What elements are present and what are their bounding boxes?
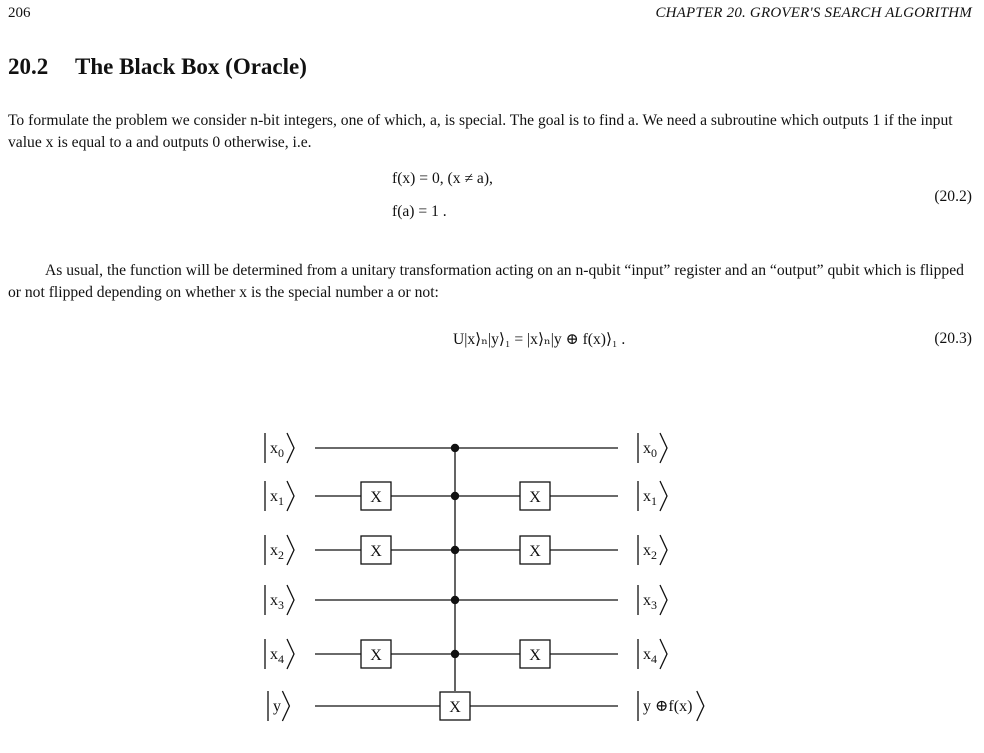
page-number: 206 (8, 5, 31, 21)
output-ket-x4: x4 (637, 638, 668, 670)
control-dot-x0 (450, 443, 460, 453)
x-gate-target-label: X (449, 699, 461, 716)
x-gate-post-x4-label: X (529, 647, 541, 664)
equation-20-2-line2: f(a) = 1 . (392, 203, 447, 220)
x-gate-target-box (439, 691, 471, 721)
x-gate-post-x1-box (519, 481, 551, 511)
input-ket-x0: x0 (264, 432, 295, 464)
svg-text:y: y (273, 698, 281, 715)
input-ket-y: y (267, 690, 291, 722)
paragraph-unitary-transformation: As usual, the function will be determine… (8, 262, 964, 301)
output-ket-x1: x1 (637, 480, 668, 512)
input-ket-x2: x2 (264, 534, 295, 566)
x-gate-post-x2-label: X (529, 543, 541, 560)
input-ket-x3: x3 (264, 584, 295, 616)
x-gate-pre-x2-label: X (370, 543, 382, 560)
x-gate-pre-x2-box (360, 535, 392, 565)
output-ket-x2: x2 (637, 534, 668, 566)
input-ket-x4: x4 (264, 638, 295, 670)
svg-text:x0: x0 (270, 440, 284, 460)
control-dot-x3 (450, 595, 460, 605)
output-ket-x0: x0 (637, 432, 668, 464)
section-title: The Black Box (Oracle) (75, 54, 307, 79)
equation-20-3: U|x⟩ₙ|y⟩₁ = |x⟩ₙ|y ⊕ f(x)⟩₁ . (453, 331, 626, 348)
svg-text:x3: x3 (270, 592, 284, 612)
svg-text:x3: x3 (643, 592, 657, 612)
section-number: 20.2 (8, 54, 49, 79)
svg-text:x1: x1 (643, 488, 657, 508)
control-dot-x1 (450, 491, 460, 501)
svg-text:x0: x0 (643, 440, 657, 460)
equation-number-20-2: (20.2) (934, 188, 972, 205)
running-head: CHAPTER 20. GROVER'S SEARCH ALGORITHM (655, 5, 972, 21)
output-ket-x3: x3 (637, 584, 668, 616)
x-gate-post-x2-box (519, 535, 551, 565)
svg-text:x2: x2 (643, 542, 657, 562)
x-gate-post-x4-box (519, 639, 551, 669)
x-gate-pre-x4-box (360, 639, 392, 669)
control-dot-x2 (450, 545, 460, 555)
x-gate-pre-x1-label: X (370, 489, 382, 506)
input-ket-x1: x1 (264, 480, 295, 512)
output-ket-y-xor-fx: y ⊕f(x) (637, 690, 705, 722)
equation-number-20-3: (20.3) (934, 330, 972, 347)
x-gate-pre-x1-box (360, 481, 392, 511)
x-gate-post-x1-label: X (529, 489, 541, 506)
section-heading: 20.2 The Black Box (Oracle) (8, 54, 307, 80)
control-dot-x4 (450, 649, 460, 659)
svg-text:x4: x4 (643, 646, 657, 666)
paragraph-problem-statement: To formulate the problem we consider n-b… (8, 112, 953, 151)
equation-20-2-line1: f(x) = 0, (x ≠ a), (392, 170, 493, 187)
svg-text:x2: x2 (270, 542, 284, 562)
x-gate-pre-x4-label: X (370, 647, 382, 664)
svg-text:x1: x1 (270, 488, 284, 508)
svg-text:y ⊕f(x): y ⊕f(x) (643, 698, 692, 715)
svg-text:x4: x4 (270, 646, 284, 666)
